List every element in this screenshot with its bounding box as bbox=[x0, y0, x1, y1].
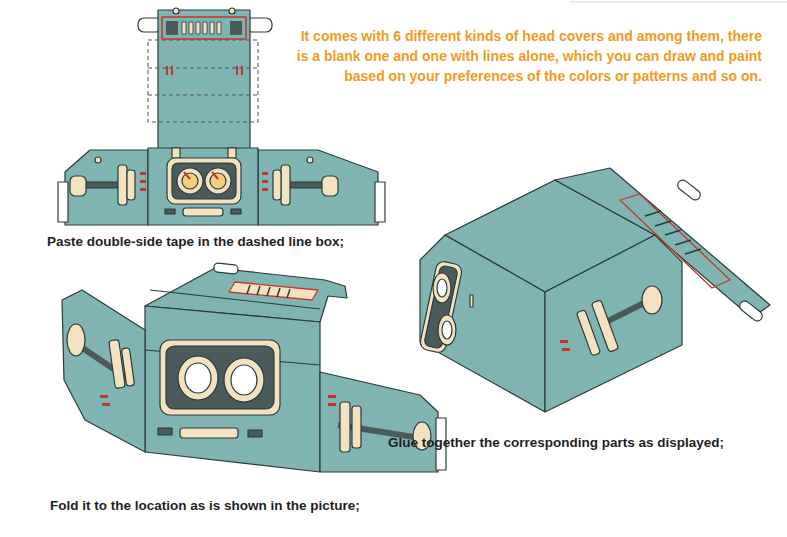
step-caption: Paste double-side tape in the dashed lin… bbox=[47, 233, 407, 251]
step-caption: Glue together the corresponding parts as… bbox=[388, 434, 778, 452]
step-caption-box: Glue together the corresponding parts as… bbox=[388, 434, 778, 452]
step-caption-box: Fold it to the location as is shown in t… bbox=[50, 497, 430, 515]
intro-note-box: It comes with 6 different kinds of head … bbox=[296, 26, 762, 86]
step-caption-box: Paste double-side tape in the dashed lin… bbox=[47, 233, 407, 251]
glued-box bbox=[419, 168, 770, 412]
step-caption: Fold it to the location as is shown in t… bbox=[50, 497, 430, 515]
top-rule bbox=[570, 1, 787, 3]
intro-note: It comes with 6 different kinds of head … bbox=[296, 26, 762, 86]
